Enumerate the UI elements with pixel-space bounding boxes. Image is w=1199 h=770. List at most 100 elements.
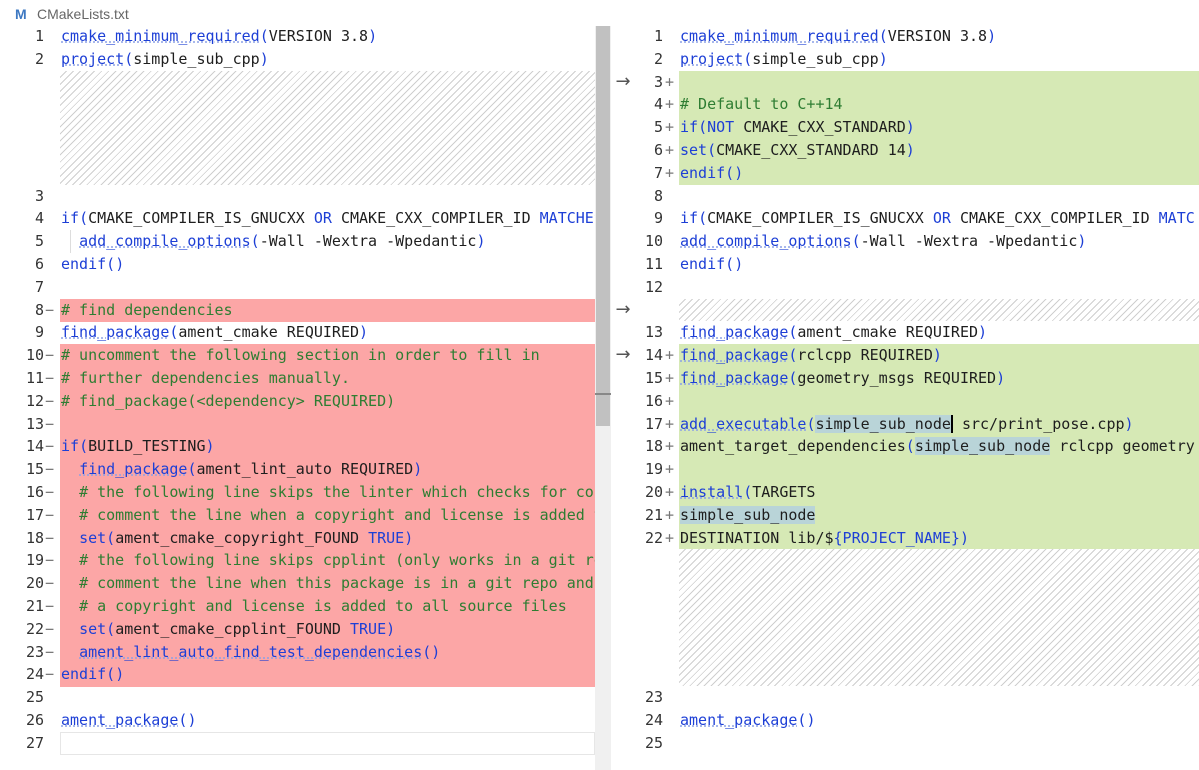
code-line[interactable]: 14+find_package(rclcpp REQUIRED)	[634, 344, 1199, 367]
apply-change-arrow-icon[interactable]: →	[615, 344, 631, 365]
code-line[interactable]: 27	[0, 732, 611, 755]
scrollbar-thumb[interactable]	[596, 26, 610, 426]
code-line[interactable]: 7+endif()	[634, 162, 1199, 185]
code-line[interactable]: 12−# find_package(<dependency> REQUIRED)	[0, 390, 611, 413]
code-text[interactable]: find_package(ament_cmake REQUIRED)	[680, 323, 988, 341]
code-line[interactable]: 19− # the following line skips cpplint (…	[0, 549, 611, 572]
code-line[interactable]: 22− set(ament_cmake_cpplint_FOUND TRUE)	[0, 618, 611, 641]
code-text[interactable]: endif()	[680, 164, 744, 182]
code-text[interactable]: if(CMAKE_COMPILER_IS_GNUCXX OR CMAKE_CXX…	[61, 209, 603, 227]
code-line[interactable]: 18− set(ament_cmake_copyright_FOUND TRUE…	[0, 527, 611, 550]
apply-change-arrow-icon[interactable]: →	[615, 299, 631, 320]
code-line[interactable]: 14−if(BUILD_TESTING)	[0, 435, 611, 458]
code-text[interactable]: if(BUILD_TESTING)	[61, 437, 215, 455]
file-tab[interactable]: M CMakeLists.txt	[0, 0, 610, 27]
code-text[interactable]: if(NOT CMAKE_CXX_STANDARD)	[680, 118, 915, 136]
code-line[interactable]: 12	[634, 276, 1199, 299]
code-line[interactable]: 16+	[634, 390, 1199, 413]
code-line[interactable]: 20− # comment the line when this package…	[0, 572, 611, 595]
code-text[interactable]: project(simple_sub_cpp)	[61, 50, 269, 68]
code-text[interactable]: set(ament_cmake_copyright_FOUND TRUE)	[79, 529, 414, 547]
code-text[interactable]: find_package(ament_cmake REQUIRED)	[61, 323, 369, 341]
code-text[interactable]: endif()	[61, 665, 125, 683]
code-text[interactable]: # the following line skips the linter wh…	[79, 483, 603, 501]
code-line[interactable]: 5+if(NOT CMAKE_CXX_STANDARD)	[634, 116, 1199, 139]
code-line[interactable]: 25	[634, 732, 1199, 755]
code-line[interactable]: 13−	[0, 413, 611, 436]
code-text[interactable]: ament_target_dependencies(simple_sub_nod…	[680, 437, 1195, 455]
code-text[interactable]: simple_sub_node	[680, 506, 816, 524]
code-line[interactable]: 11−# further dependencies manually.	[0, 367, 611, 390]
code-text[interactable]: # a copyright and license is added to al…	[79, 597, 567, 615]
code-line[interactable]: 8	[634, 185, 1199, 208]
code-text[interactable]: find_package(ament_lint_auto REQUIRED)	[79, 460, 423, 478]
code-text[interactable]: # Default to C++14	[680, 95, 843, 113]
code-text[interactable]: set(CMAKE_CXX_STANDARD 14)	[680, 141, 915, 159]
code-text[interactable]: find_package(geometry_msgs REQUIRED)	[680, 369, 1006, 387]
code-text[interactable]: add_compile_options(-Wall -Wextra -Wpeda…	[79, 232, 486, 250]
code-line[interactable]: 25	[0, 686, 611, 709]
code-text[interactable]: cmake_minimum_required(VERSION 3.8)	[680, 27, 997, 45]
code-line[interactable]: 21− # a copyright and license is added t…	[0, 595, 611, 618]
code-line[interactable]: 7	[0, 276, 611, 299]
code-text[interactable]: set(ament_cmake_cpplint_FOUND TRUE)	[79, 620, 396, 638]
code-text[interactable]: # the following line skips cpplint (only…	[79, 551, 603, 569]
code-line[interactable]: 20+install(TARGETS	[634, 481, 1199, 504]
code-text[interactable]: cmake_minimum_required(VERSION 3.8)	[61, 27, 378, 45]
code-line[interactable]: 15+find_package(geometry_msgs REQUIRED)	[634, 367, 1199, 390]
code-text[interactable]: # find_package(<dependency> REQUIRED)	[61, 392, 396, 410]
code-text[interactable]: find_package(rclcpp REQUIRED)	[680, 346, 942, 364]
code-text[interactable]: # further dependencies manually.	[61, 369, 350, 387]
code-line[interactable]: 8−# find dependencies	[0, 299, 611, 322]
code-line[interactable]: 10−# uncomment the following section in …	[0, 344, 611, 367]
code-text[interactable]: ament_package()	[680, 711, 816, 729]
code-text[interactable]: # uncomment the following section in ord…	[61, 346, 540, 364]
code-text[interactable]: # comment the line when this package is …	[79, 574, 594, 592]
code-line[interactable]: 17− # comment the line when a copyright …	[0, 504, 611, 527]
code-text[interactable]: add_compile_options(-Wall -Wextra -Wpeda…	[680, 232, 1087, 250]
code-text[interactable]: ament_package()	[61, 711, 197, 729]
code-line[interactable]: 21+simple_sub_node	[634, 504, 1199, 527]
code-text[interactable]: # find dependencies	[61, 301, 233, 319]
vertical-scrollbar[interactable]	[595, 26, 611, 770]
code-line[interactable]: 23	[634, 686, 1199, 709]
code-line[interactable]: 17+add_executable(simple_sub_node src/pr…	[634, 413, 1199, 436]
code-line[interactable]: 6+set(CMAKE_CXX_STANDARD 14)	[634, 139, 1199, 162]
code-text[interactable]: ament_lint_auto_find_test_dependencies()	[79, 643, 441, 661]
code-line[interactable]: 22+DESTINATION lib/${PROJECT_NAME})	[634, 527, 1199, 550]
code-line[interactable]: 4+# Default to C++14	[634, 93, 1199, 116]
code-text[interactable]: endif()	[61, 255, 125, 273]
code-text[interactable]: if(CMAKE_COMPILER_IS_GNUCXX OR CMAKE_CXX…	[680, 209, 1195, 227]
code-line[interactable]: 23− ament_lint_auto_find_test_dependenci…	[0, 641, 611, 664]
code-text[interactable]: project(simple_sub_cpp)	[680, 50, 888, 68]
code-line[interactable]: 3	[0, 185, 611, 208]
code-line[interactable]: 5 add_compile_options(-Wall -Wextra -Wpe…	[0, 230, 611, 253]
code-text[interactable]: install(TARGETS	[680, 483, 816, 501]
code-line[interactable]: 18+ament_target_dependencies(simple_sub_…	[634, 435, 1199, 458]
code-text[interactable]: endif()	[680, 255, 744, 273]
code-text[interactable]: DESTINATION lib/${PROJECT_NAME})	[680, 529, 969, 547]
code-line[interactable]: 3+	[634, 71, 1199, 94]
code-text[interactable]: # comment the line when a copyright and …	[79, 506, 603, 524]
code-text[interactable]: add_executable(simple_sub_node src/print…	[680, 415, 1134, 433]
code-line[interactable]: 15− find_package(ament_lint_auto REQUIRE…	[0, 458, 611, 481]
code-line[interactable]: 19+	[634, 458, 1199, 481]
code-line[interactable]: 24−endif()	[0, 663, 611, 686]
apply-change-arrow-icon[interactable]: →	[615, 71, 631, 92]
code-line[interactable]: 16− # the following line skips the linte…	[0, 481, 611, 504]
